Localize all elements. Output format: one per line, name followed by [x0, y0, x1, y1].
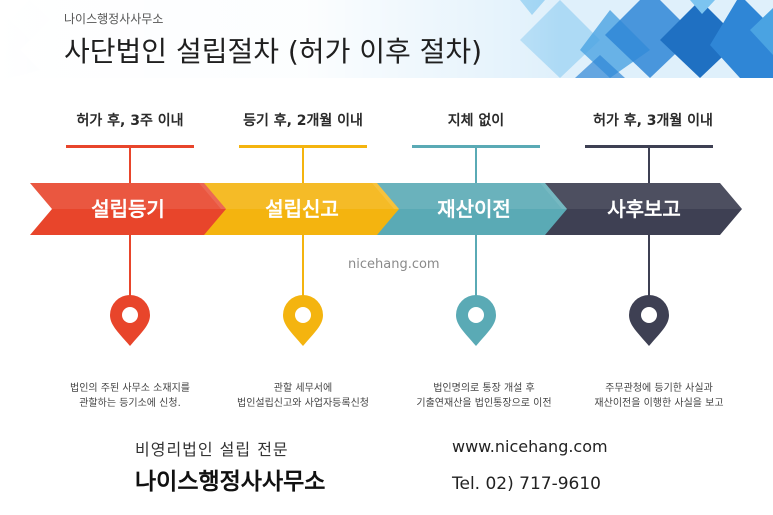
step-3-name: 재산이전 — [437, 197, 511, 221]
footer-website-link[interactable]: www.nicehang.com — [452, 437, 608, 456]
step-4-desc-line2: 재산이전을 이행한 사실을 보고 — [594, 398, 724, 409]
step-1-arrow-highlight — [30, 183, 226, 209]
step-4-connector-bottom — [648, 235, 650, 303]
step-4-arrow-highlight — [540, 183, 742, 209]
step-4-top-bar — [585, 145, 713, 148]
step-2-top-bar — [239, 145, 367, 148]
step-3-desc-line1: 법인명의로 통장 개설 후 — [433, 383, 535, 394]
step-4-connector-top — [648, 147, 650, 183]
step-4-timing: 허가 후, 3개월 이내 — [593, 113, 713, 129]
step-2-timing: 등기 후, 2개월 이내 — [243, 113, 363, 129]
step-2-pin-icon — [282, 294, 323, 346]
footer-phone: Tel. 02) 717-9610 — [452, 474, 601, 494]
step-4-description: 주무관청에 등기한 사실과 재산이전을 이행한 사실을 보고 — [573, 381, 745, 411]
step-3-arrow — [372, 183, 567, 235]
step-3-pin-icon — [456, 295, 496, 346]
step-1-desc-line1: 법인의 주된 사무소 소재지를 — [70, 383, 190, 394]
step-3-connector-top — [475, 147, 477, 183]
step-2-arrow-highlight — [199, 183, 399, 209]
header-brand-small: 나이스행정사사무소 — [64, 12, 164, 26]
step-2-desc-line1: 관할 세무서에 — [273, 383, 333, 394]
step-2-name: 설립신고 — [265, 197, 339, 221]
footer-brand: 나이스행정사사무소 — [135, 469, 326, 495]
step-4-pin-icon — [629, 295, 669, 346]
step-2-description: 관할 세무서에 법인설립신고와 사업자등록신청 — [217, 381, 389, 411]
step-1-timing: 허가 후, 3주 이내 — [76, 113, 184, 129]
step-2-connector-top — [302, 147, 304, 183]
step-1-description: 법인의 주된 사무소 소재지를 관할하는 등기소에 신청. — [44, 381, 216, 411]
step-1-arrow — [30, 183, 226, 235]
step-4-name: 사후보고 — [607, 197, 681, 221]
step-3-desc-line2: 기출연재산을 법인통장으로 이전 — [416, 398, 552, 409]
step-1-top-bar — [66, 145, 194, 148]
step-1-name: 설립등기 — [91, 197, 165, 221]
step-4-arrow — [540, 183, 742, 235]
step-1-connector-top — [129, 147, 131, 183]
step-2-arrow — [199, 183, 399, 235]
step-1-connector-bottom — [129, 235, 131, 303]
step-1-desc-line2: 관할하는 등기소에 신청. — [79, 398, 181, 409]
watermark: nicehang.com — [348, 257, 440, 272]
step-1-pin-icon — [110, 295, 150, 346]
header: 나이스행정사사무소 사단법인 설립절차 (허가 이후 절차) — [0, 0, 773, 78]
step-2-desc-line2: 법인설립신고와 사업자등록신청 — [237, 398, 369, 409]
step-3-connector-bottom — [475, 235, 477, 303]
footer-tagline: 비영리법인 설립 전문 — [135, 440, 289, 459]
header-decoration — [0, 0, 773, 78]
process-diagram: 설립등기 설립신고 재산이전 사후보고 — [30, 145, 742, 346]
step-3-timing: 지체 없이 — [447, 113, 505, 129]
step-3-top-bar — [412, 145, 540, 148]
step-2-connector-bottom — [302, 235, 304, 303]
page-title: 사단법인 설립절차 (허가 이후 절차) — [64, 35, 483, 68]
step-3-description: 법인명의로 통장 개설 후 기출연재산을 법인통장으로 이전 — [398, 381, 570, 411]
step-4-desc-line1: 주무관청에 등기한 사실과 — [605, 383, 713, 394]
step-3-arrow-highlight — [372, 183, 567, 209]
